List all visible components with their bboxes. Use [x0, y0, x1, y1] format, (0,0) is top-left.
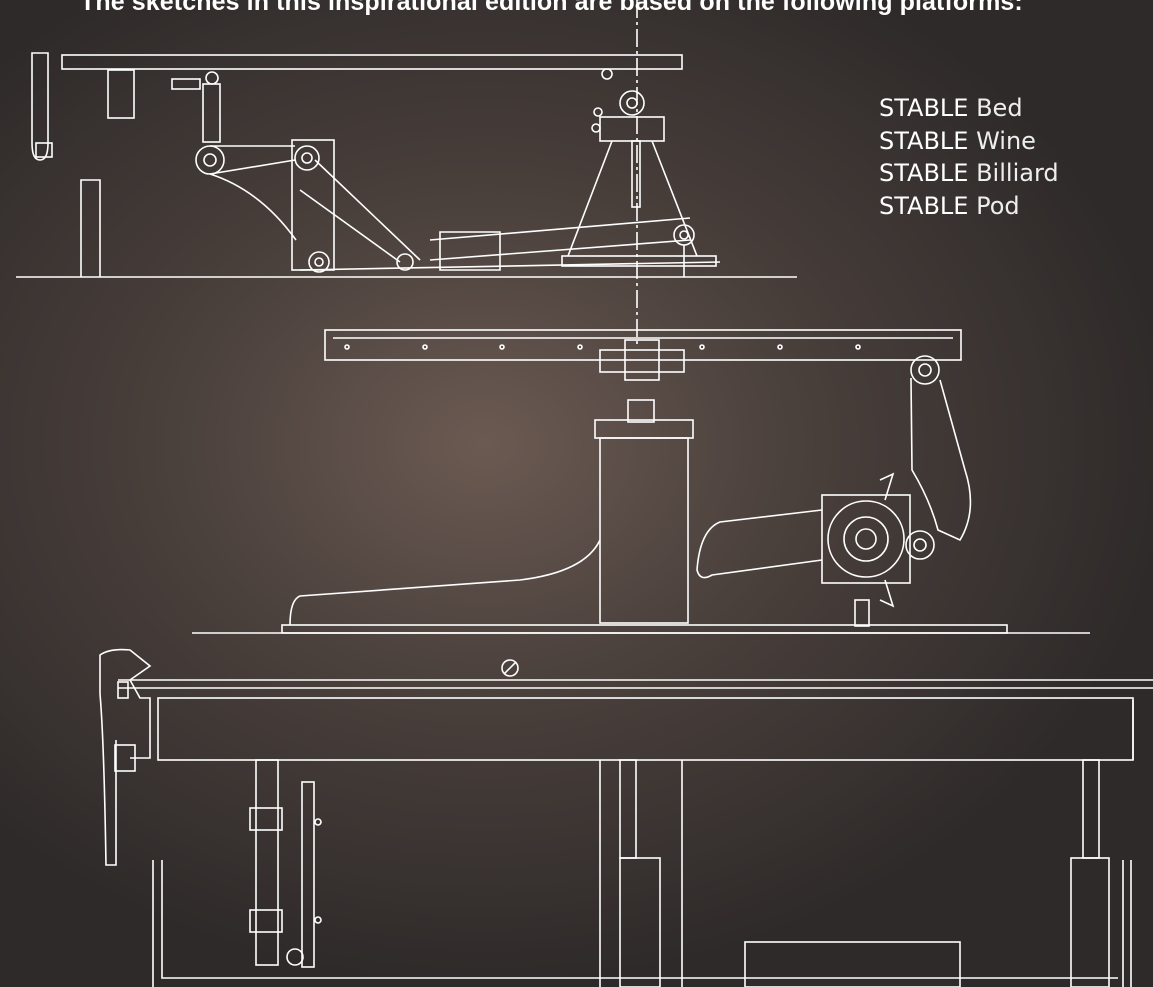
- platform-item: STABLE Pod: [879, 190, 1059, 223]
- bed-platform-sketch: [16, 52, 797, 278]
- platform-brand: STABLE: [879, 126, 969, 155]
- platform-list: STABLE Bed STABLE Wine STABLE Billiard S…: [879, 92, 1059, 222]
- billiard-platform-sketch: [99, 648, 1153, 987]
- platform-model: Wine: [976, 126, 1036, 155]
- wine-platform-sketch: [192, 329, 1090, 634]
- platform-model: Bed: [976, 94, 1023, 122]
- platform-item: STABLE Billiard: [879, 157, 1059, 190]
- platform-item: STABLE Bed: [879, 92, 1059, 125]
- platform-model: Billiard: [976, 159, 1059, 187]
- platform-model: Pod: [976, 191, 1020, 220]
- platform-brand: STABLE: [879, 159, 969, 187]
- platform-item: STABLE Wine: [879, 125, 1059, 158]
- headline-text: The sketches in this inspirational editi…: [80, 0, 1023, 16]
- platform-brand: STABLE: [879, 191, 969, 220]
- platform-brand: STABLE: [879, 94, 969, 122]
